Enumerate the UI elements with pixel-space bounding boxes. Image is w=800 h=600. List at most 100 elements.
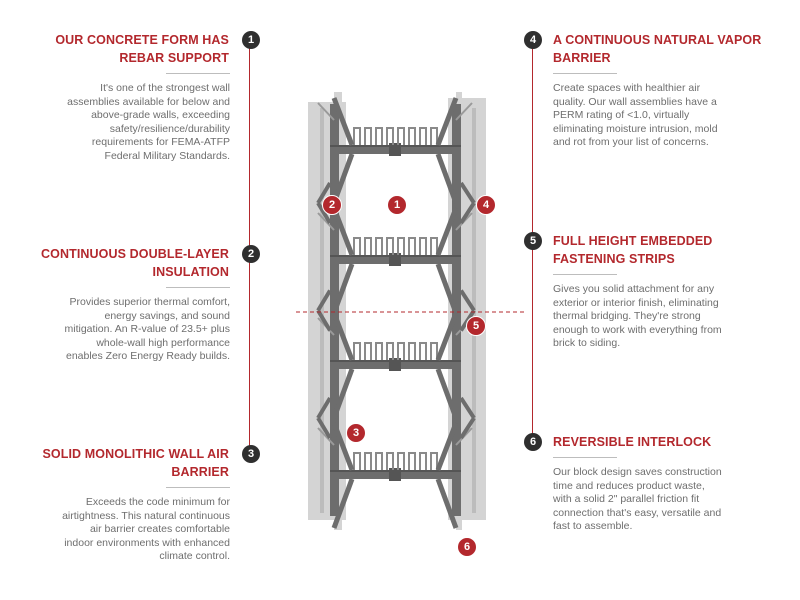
feature-fastening-strips: 5 FULL HEIGHT EMBEDDED FASTENING STRIPS …	[524, 232, 774, 351]
feature-number-badge: 4	[524, 31, 542, 49]
rebar-chair	[408, 452, 416, 470]
web-brace	[331, 207, 355, 256]
web-zigzag	[316, 416, 332, 440]
rebar-chair	[408, 127, 416, 145]
rebar-chair	[397, 342, 405, 360]
rebar-chair	[419, 342, 427, 360]
web-zigzag	[316, 181, 332, 205]
web-brace	[435, 312, 459, 361]
tie-hub	[389, 468, 401, 481]
web-hook	[317, 102, 335, 121]
feature-vapor-barrier: 4 A CONTINUOUS NATURAL VAPOR BARRIER Cre…	[524, 31, 774, 150]
feature-title: FULL HEIGHT EMBEDDED FASTENING STRIPS	[553, 234, 713, 266]
rebar-chair	[430, 342, 438, 360]
rebar-chair	[375, 127, 383, 145]
web-zigzag	[316, 396, 332, 420]
feature-number-badge: 3	[242, 445, 260, 463]
divider	[166, 73, 230, 74]
rebar-chair	[353, 342, 361, 360]
feature-number-badge: 2	[242, 245, 260, 263]
rebar-chair	[386, 452, 394, 470]
feature-title: CONTINUOUS DOUBLE-LAYER INSULATION	[41, 247, 229, 279]
feature-description: Create spaces with healthier air quality…	[553, 82, 718, 148]
diagram-marker-4: 4	[476, 195, 496, 215]
rebar-chair	[397, 237, 405, 255]
web-brace	[331, 153, 355, 204]
feature-number-badge: 5	[524, 232, 542, 250]
web-zigzag	[316, 289, 332, 312]
rebar-chair	[386, 342, 394, 360]
divider	[166, 487, 230, 488]
rebar-chair	[364, 452, 372, 470]
feature-description: Gives you solid attachment for any exter…	[553, 283, 722, 349]
feature-title: SOLID MONOLITHIC WALL AIR BARRIER	[42, 447, 229, 479]
web-brace	[435, 153, 459, 204]
diagram-marker-3: 3	[346, 423, 366, 443]
divider	[166, 287, 230, 288]
rebar-chair	[419, 127, 427, 145]
web-brace	[331, 368, 355, 419]
feature-description: Exceeds the code minimum for airtightnes…	[62, 496, 230, 562]
feature-number-badge: 1	[242, 31, 260, 49]
diagram-marker-5: 5	[466, 316, 486, 336]
rebar-chair	[430, 237, 438, 255]
web-zigzag	[459, 396, 476, 420]
web-brace	[331, 312, 355, 361]
rebar-chair	[430, 127, 438, 145]
divider	[553, 457, 617, 458]
web-brace	[435, 368, 459, 419]
feature-air-barrier: SOLID MONOLITHIC WALL AIR BARRIER 3 Exce…	[30, 445, 260, 564]
web-brace	[435, 97, 459, 146]
feature-title: A CONTINUOUS NATURAL VAPOR BARRIER	[553, 33, 762, 65]
rebar-chair	[419, 237, 427, 255]
feature-title: REVERSIBLE INTERLOCK	[553, 435, 712, 449]
rebar-chair	[419, 452, 427, 470]
rebar-chair	[386, 237, 394, 255]
web-brace	[435, 422, 459, 471]
tie-hub	[389, 358, 401, 371]
wall-block-diagram	[296, 92, 524, 530]
web-brace	[331, 263, 355, 314]
feature-description: It's one of the strongest wall assemblie…	[67, 82, 230, 162]
tie-hub	[389, 143, 401, 156]
feature-description: Provides superior thermal comfort, energ…	[64, 296, 230, 362]
web-zigzag	[316, 309, 332, 332]
rebar-chair	[408, 237, 416, 255]
rebar-chair	[364, 342, 372, 360]
rebar-chair	[397, 127, 405, 145]
rebar-chair	[353, 452, 361, 470]
feature-reversible-interlock: 6 REVERSIBLE INTERLOCK Our block design …	[524, 433, 774, 534]
web-zigzag	[316, 201, 332, 225]
rebar-chair	[364, 237, 372, 255]
web-brace	[331, 478, 355, 529]
divider	[553, 274, 617, 275]
rebar-chair	[397, 452, 405, 470]
web-zigzag	[459, 416, 476, 440]
web-structure	[316, 97, 476, 529]
web-zigzag	[459, 201, 476, 225]
rebar-chair	[386, 127, 394, 145]
web-brace	[435, 478, 459, 529]
feature-title: OUR CONCRETE FORM HAS REBAR SUPPORT	[55, 33, 229, 65]
feature-rebar-support: OUR CONCRETE FORM HAS REBAR SUPPORT 1 It…	[30, 31, 260, 163]
web-brace	[435, 207, 459, 256]
web-hook	[455, 102, 473, 121]
web-hook	[317, 212, 335, 231]
diagram-marker-1: 1	[387, 195, 407, 215]
rebar-chair	[375, 237, 383, 255]
rebar-chair	[430, 452, 438, 470]
foam-panel-left	[308, 92, 346, 530]
web-brace	[331, 97, 355, 146]
feature-insulation: CONTINUOUS DOUBLE-LAYER INSULATION 2 Pro…	[30, 245, 260, 364]
rebar-chair	[353, 127, 361, 145]
feature-number-badge: 6	[524, 433, 542, 451]
diagram-marker-2: 2	[322, 195, 342, 215]
web-brace	[435, 263, 459, 314]
feature-description: Our block design saves construction time…	[553, 466, 722, 532]
rebar-chair	[364, 127, 372, 145]
divider	[553, 73, 617, 74]
web-brace	[331, 422, 355, 471]
rebar-chair	[353, 237, 361, 255]
rebar-chair	[375, 342, 383, 360]
rebar-chair	[375, 452, 383, 470]
